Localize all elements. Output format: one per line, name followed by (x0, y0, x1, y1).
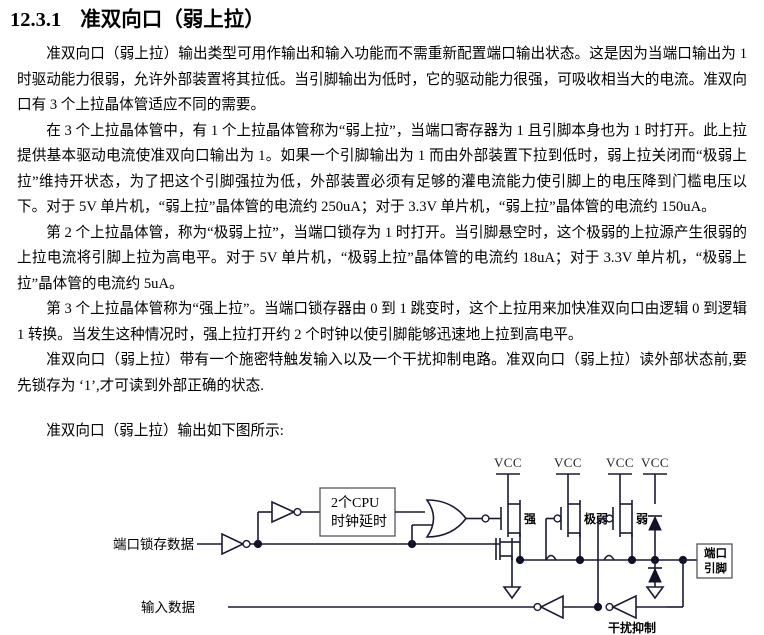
node-port-bus-1 (515, 555, 525, 565)
noise-suppression-label: 干扰抑制 (608, 620, 656, 635)
node-port-bus-3 (627, 555, 637, 565)
vcc-label-1: VCC (494, 455, 522, 470)
input-inverter-icon (539, 594, 564, 620)
esd-diode-lower-icon (648, 567, 662, 583)
section-title: 准双向口（弱上拉） (80, 9, 265, 31)
vcc-label-3: VCC (606, 455, 634, 470)
circuit-diagram: 端口锁存数据 2个CPU 时钟延时 (0, 452, 764, 635)
wire-hop-1 (545, 554, 557, 561)
ground-icon-nmos (502, 586, 522, 600)
or-gate-icon (425, 499, 468, 538)
body-text: 准双向口（弱上拉）输出类型可用作输出和输入功能而不需重新配置端口输出状态。这是因… (17, 42, 747, 445)
pmos2-gate-bubble-icon (553, 514, 562, 523)
or-output-bubble-icon (481, 514, 490, 523)
port-latch-data-label: 端口锁存数据 (113, 537, 194, 552)
paragraph-5: 准双向口（弱上拉）带有一个施密特触发输入以及一个干扰抑制电路。准双向口（弱上拉）… (17, 352, 747, 394)
section-heading: 12.3.1 准双向口（弱上拉） (10, 2, 265, 32)
inverter-latch-bubble-icon (242, 539, 251, 549)
esd-diode-upper-icon (648, 515, 662, 531)
paragraph-4: 第 3 个上拉晶体管称为“强上拉”。当端口锁存器由 0 到 1 跳变时，这个上拉… (17, 301, 747, 343)
ground-icon-esd (645, 586, 665, 600)
inverter-latch-icon (221, 532, 245, 556)
paragraph-1: 准双向口（弱上拉）输出类型可用作输出和输入功能而不需重新配置端口输出状态。这是因… (17, 46, 747, 113)
weak-pullup-label: 弱 (636, 511, 648, 526)
inverter-delay-bubble-icon (293, 507, 302, 517)
inverter-delay-icon (271, 500, 296, 524)
input-data-label: 输入数据 (141, 600, 195, 615)
wire-hop-2 (603, 554, 615, 561)
port-pin-line2: 引脚 (704, 561, 727, 575)
pmos3-gate-bubble-icon (605, 514, 614, 523)
node-port-bus-2 (575, 555, 585, 565)
vcc-label-2: VCC (554, 455, 582, 470)
noise-suppression-inverter-icon (611, 594, 637, 620)
cpu-delay-line1: 2个CPU (331, 495, 379, 511)
strong-pullup-label: 强 (524, 512, 536, 526)
paragraph-6: 准双向口（弱上拉）输出如下图所示: (46, 423, 284, 439)
port-pin-line1: 端口 (704, 546, 727, 560)
node-input-tap (593, 602, 603, 612)
port-pin-box (696, 543, 733, 579)
vcc-label-4: VCC (641, 455, 669, 470)
section-number: 12.3.1 (10, 9, 62, 31)
paragraph-2: 在 3 个上拉晶体管中，有 1 个上拉晶体管称为“弱上拉”，当端口寄存器为 1 … (17, 122, 747, 216)
paragraph-3: 第 2 个上拉晶体管，称为“极弱上拉”，当端口锁存为 1 时打开。当引脚悬空时，… (17, 224, 747, 292)
very-weak-pullup-label: 极弱 (584, 511, 608, 526)
cpu-delay-line2: 时钟延时 (331, 513, 387, 530)
cpu-delay-box (319, 487, 396, 537)
